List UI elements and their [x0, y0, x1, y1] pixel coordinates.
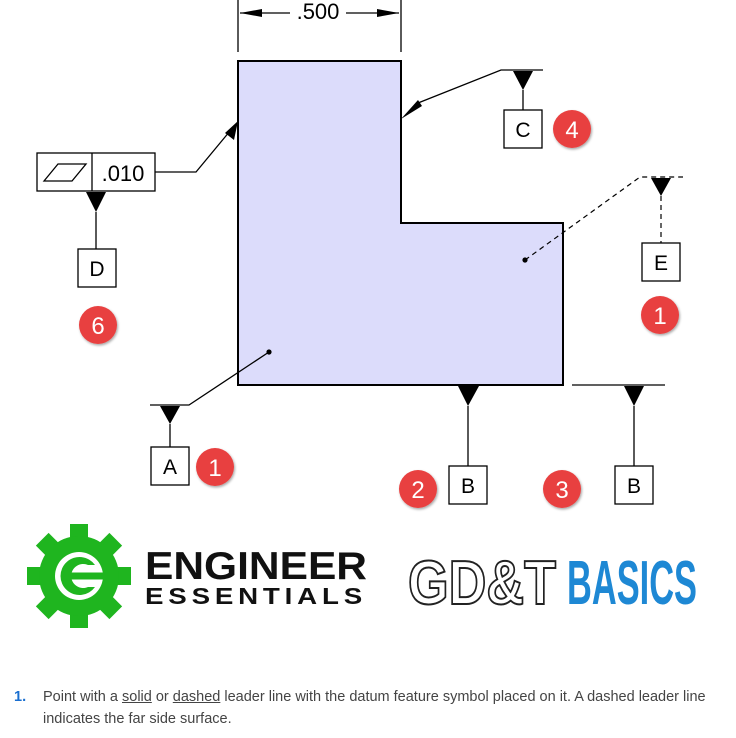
dimension-500: .500 — [237, 0, 402, 52]
tolerance-value: .010 — [102, 161, 145, 186]
datum-c-label: C — [515, 119, 530, 142]
callout-badge-1-right: 1 — [641, 296, 679, 334]
explanation-note: 1. Point with a solid or dashed leader l… — [14, 686, 714, 730]
part-outline — [237, 60, 564, 386]
datum-d-symbol: D — [77, 192, 117, 288]
feature-control-frame: .010 — [36, 121, 238, 192]
gdt-wordmark: GD&T — [408, 549, 556, 618]
callout-badge-6: 6 — [79, 306, 117, 344]
svg-text:4: 4 — [565, 117, 578, 144]
essentials-wordmark: ESSENTIALS — [145, 583, 367, 609]
datum-b-label: B — [461, 475, 475, 498]
svg-text:6: 6 — [91, 313, 104, 340]
gear-e-icon — [27, 524, 131, 628]
fcf-leader — [155, 130, 231, 173]
datum-b-extension-symbol: B — [572, 384, 665, 505]
datum-b-surface-symbol: B — [448, 386, 488, 505]
note-text: Point with a solid or dashed leader line… — [43, 689, 706, 727]
callout-badge-1-left: 1 — [196, 448, 234, 486]
datum-c-symbol: C — [401, 69, 543, 149]
svg-text:2: 2 — [411, 477, 424, 504]
callout-badge-2: 2 — [399, 470, 437, 508]
solid-link[interactable]: solid — [122, 689, 152, 705]
datum-e-symbol: E — [522, 176, 683, 282]
svg-text:1: 1 — [653, 303, 666, 330]
svg-text:3: 3 — [555, 477, 568, 504]
datum-d-label: D — [89, 258, 104, 281]
svg-text:1: 1 — [208, 455, 221, 482]
datum-b2-label: B — [627, 475, 641, 498]
dashed-link[interactable]: dashed — [172, 689, 221, 705]
callout-badge-4: 4 — [553, 110, 591, 148]
callout-badge-3: 3 — [543, 470, 581, 508]
flatness-icon — [42, 163, 88, 182]
gdt-diagram: .500 .010 D C E — [27, 0, 697, 628]
dimension-label: .500 — [297, 0, 340, 24]
datum-e-label: E — [654, 252, 668, 275]
datum-a-symbol: A — [150, 349, 272, 486]
list-number: 1. — [14, 689, 27, 705]
datum-a-label: A — [163, 456, 177, 479]
engineer-essentials-logo: ENGINEER ESSENTIALS — [27, 524, 367, 628]
basics-wordmark: BASICS — [567, 549, 697, 618]
gdt-basics-logo: GD&T BASICS — [407, 548, 697, 619]
engineer-wordmark: ENGINEER — [145, 545, 367, 588]
